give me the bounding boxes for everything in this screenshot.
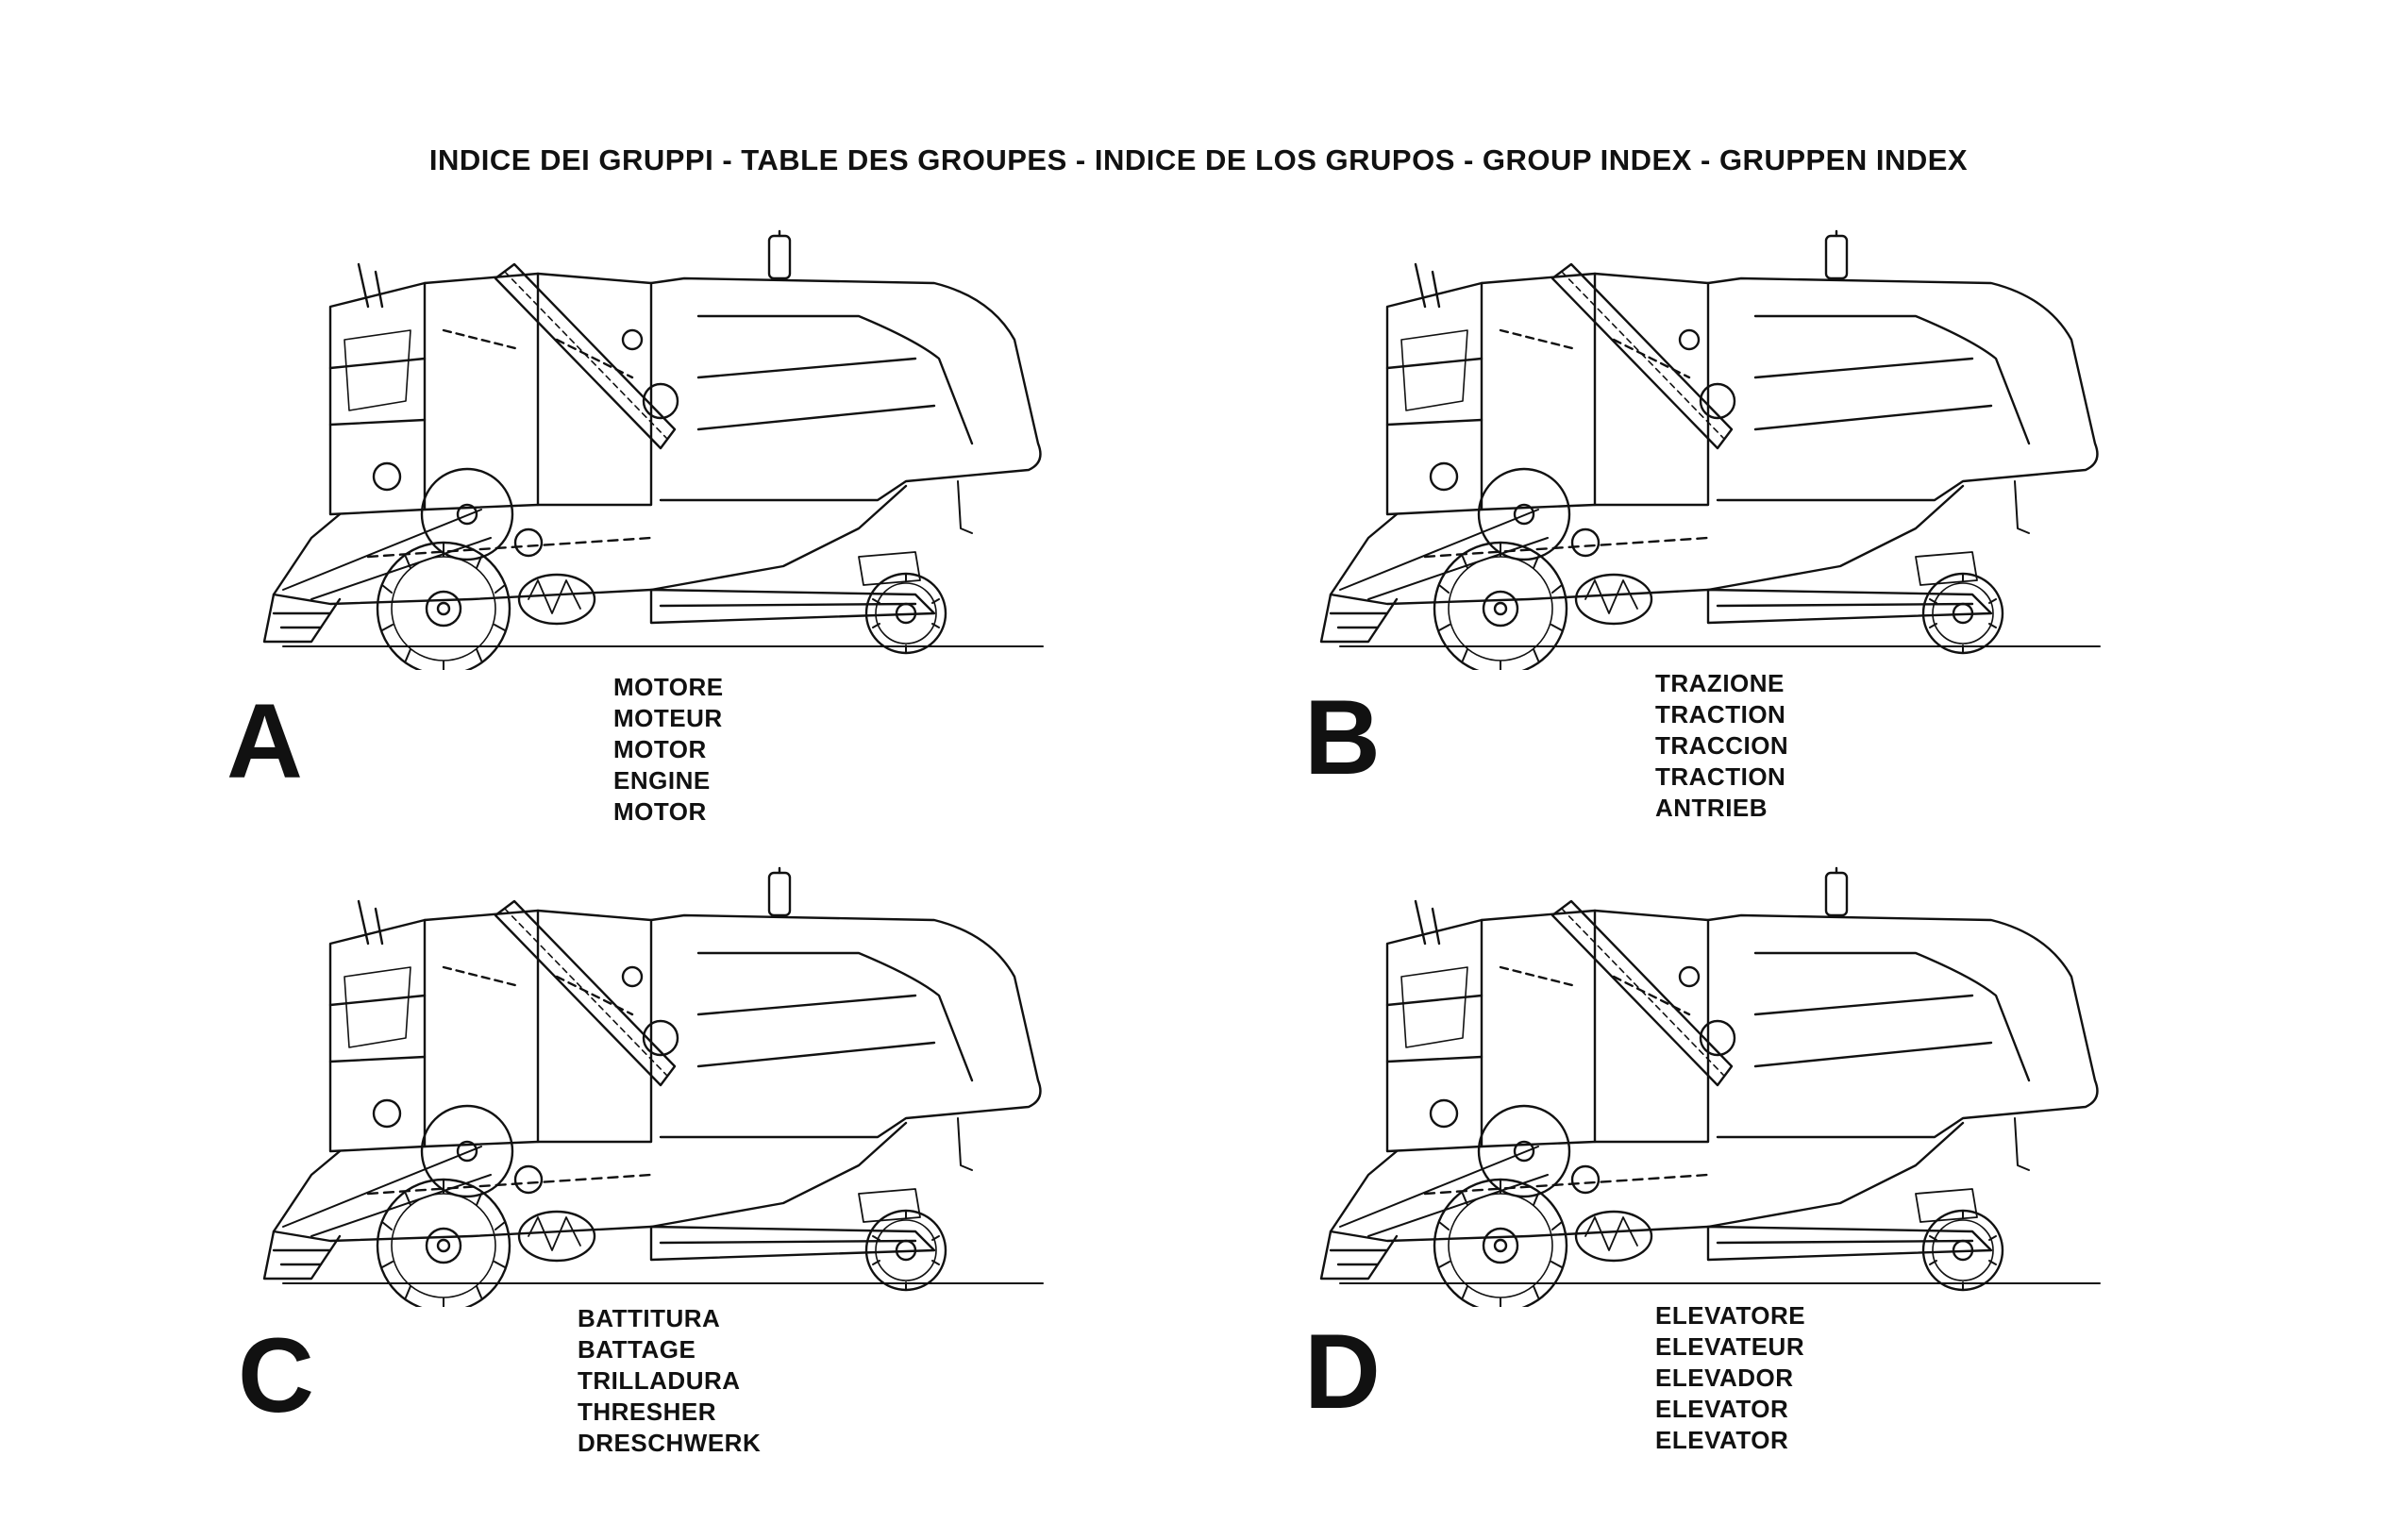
group-labels: BATTITURA BATTAGE TRILLADURA THRESHER DR… [578,1303,761,1459]
label-italian: BATTITURA [578,1304,721,1332]
label-french: MOTEUR [613,704,723,732]
group-b: B TRAZIONE TRACTION TRACCION TRACTION AN… [1304,226,2397,887]
label-english: ENGINE [613,766,711,795]
combine-harvester-illustration [262,229,1045,670]
group-labels: ELEVATORE ELEVATEUR ELEVADOR ELEVATOR EL… [1655,1300,1805,1456]
label-italian: TRAZIONE [1655,669,1785,697]
group-c: C BATTITURA BATTAGE TRILLADURA THRESHER … [238,863,1340,1524]
label-spanish: TRILLADURA [578,1366,741,1395]
label-french: BATTAGE [578,1335,696,1364]
label-english: THRESHER [578,1398,717,1426]
combine-harvester-illustration [262,866,1045,1307]
label-german: ELEVATOR [1655,1426,1789,1454]
label-italian: ELEVATORE [1655,1301,1806,1330]
label-english: TRACTION [1655,762,1786,791]
page-title: INDICE DEI GRUPPI - TABLE DES GROUPES - … [428,143,1969,176]
label-italian: MOTORE [613,673,724,701]
group-letter: A [226,682,303,800]
combine-harvester-illustration [1319,866,2102,1307]
label-spanish: ELEVADOR [1655,1364,1794,1392]
label-english: ELEVATOR [1655,1395,1789,1423]
label-german: ANTRIEB [1655,794,1768,822]
group-labels: TRAZIONE TRACTION TRACCION TRACTION ANTR… [1655,668,1788,824]
group-d: D ELEVATORE ELEVATEUR ELEVADOR ELEVATOR … [1304,863,2397,1524]
label-spanish: TRACCION [1655,731,1789,760]
group-letter: B [1304,678,1381,796]
label-german: DRESCHWERK [578,1429,762,1457]
label-spanish: MOTOR [613,735,707,763]
combine-harvester-illustration [1319,229,2102,670]
label-french: TRACTION [1655,700,1786,728]
group-labels: MOTORE MOTEUR MOTOR ENGINE MOTOR [613,672,724,828]
group-letter: D [1304,1313,1381,1431]
label-german: MOTOR [613,797,707,826]
label-french: ELEVATEUR [1655,1332,1805,1361]
group-letter: C [238,1316,314,1434]
group-a: A MOTORE MOTEUR MOTOR ENGINE MOTOR [226,226,1340,887]
